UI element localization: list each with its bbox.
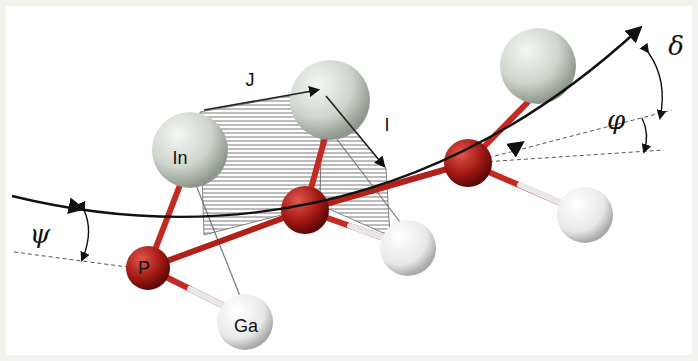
interaction-label: I	[384, 116, 389, 134]
atom-label: P	[138, 259, 150, 277]
angle-label: ψ	[30, 221, 50, 247]
atom-label: In	[172, 149, 187, 167]
interaction-label: J	[246, 71, 255, 89]
atom-label: Ga	[234, 317, 258, 335]
angle-label: φ	[607, 107, 625, 133]
angle-label: δ	[668, 33, 684, 59]
